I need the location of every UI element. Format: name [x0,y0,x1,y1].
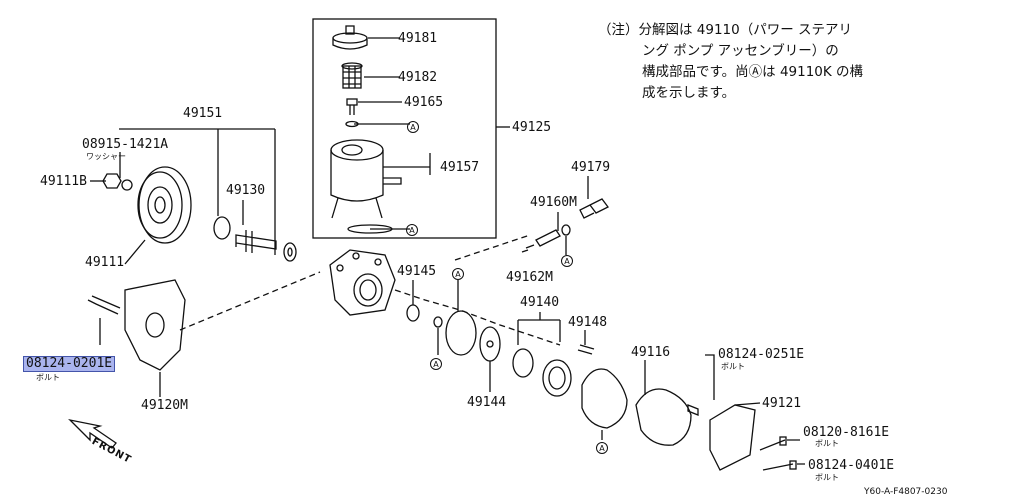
snap-ring [213,216,231,240]
part-08124-0401E-sub: ボルト [815,473,839,482]
dowel-pin [577,344,595,355]
flow-control-valve [535,229,561,247]
front-arrow [68,418,117,449]
diagram-code: Y60-A-F4807-0230 [864,487,948,497]
side-plate [479,326,501,362]
svg-text:A: A [433,360,439,369]
part-08124-0401E[interactable]: 08124-0401E [808,458,895,473]
part-49121[interactable]: 49121 [762,396,802,411]
reservoir-group-box [312,18,497,239]
mounting-bolt [87,295,121,315]
part-08124-0251E-sub: ボルト [721,362,745,371]
union-fitting [579,198,609,219]
part-49116[interactable]: 49116 [631,345,671,360]
part-08124-0201E-sub: ボルト [36,373,60,382]
pump-body [329,249,396,316]
part-49125[interactable]: 49125 [512,120,552,135]
note-prefix: （注） [598,22,639,38]
note-line-2: ング ポンプ アッセンブリー）の [642,43,839,59]
oil-seal [283,242,297,262]
ring-49145 [406,304,420,322]
note-text: （注）分解図は 49110（パワー ステアリ ング ポンプ アッセンブリー）の … [598,20,928,104]
part-49111B[interactable]: 49111B [40,174,87,189]
part-49111[interactable]: 49111 [85,255,125,270]
part-49157[interactable]: 49157 [440,160,480,175]
part-08124-0201E[interactable]: 08124-0201E [22,356,116,372]
part-49120M[interactable]: 49120M [141,398,188,413]
rotor [512,348,534,378]
bracket-bolts [759,439,794,471]
drive-shaft [235,230,277,253]
part-49160M[interactable]: 49160M [530,195,577,210]
part-49140[interactable]: 49140 [520,295,560,310]
part-08120-8161E-sub: ボルト [815,439,839,448]
svg-text:A: A [410,123,416,132]
part-08124-0251E[interactable]: 08124-0251E [718,347,805,362]
svg-text:A: A [455,270,461,279]
part-49182[interactable]: 49182 [398,70,438,85]
part-49130[interactable]: 49130 [226,183,266,198]
pulley [138,166,192,244]
part-49179[interactable]: 49179 [571,160,611,175]
reservoir-tank [330,139,384,161]
bracket-49121 [709,404,756,471]
part-49151[interactable]: 49151 [183,106,223,121]
note-line-4: 成を示します。 [642,85,736,101]
part-49181[interactable]: 49181 [398,31,438,46]
part-49148[interactable]: 49148 [568,315,608,330]
part-08120-8161E[interactable]: 08120-8161E [803,425,890,440]
part-49144[interactable]: 49144 [467,395,507,410]
note-line-3: 構成部品です。尚Ⓐは 49110K の構 [642,64,864,80]
o-ring-large [445,310,477,356]
part-49145[interactable]: 49145 [397,264,437,279]
part-49162M[interactable]: 49162M [506,270,553,285]
part-08915-sub: ワッシャー [86,152,126,161]
cam-ring [542,359,572,397]
nut-49111B [102,173,122,189]
svg-text:A: A [599,444,605,453]
strainer [342,65,362,89]
gasket [581,368,628,429]
bracket-49120M [124,279,186,371]
rear-cover [635,388,692,446]
reservoir-bolt [346,98,358,106]
note-line-1: 分解図は 49110（パワー ステアリ [638,22,853,38]
part-08915-1421A[interactable]: 08915-1421A [82,137,169,152]
svg-text:A: A [409,226,415,235]
svg-text:A: A [564,257,570,266]
circle-markers [406,121,608,454]
part-49165[interactable]: 49165 [404,95,444,110]
cover-bolt [687,404,699,416]
